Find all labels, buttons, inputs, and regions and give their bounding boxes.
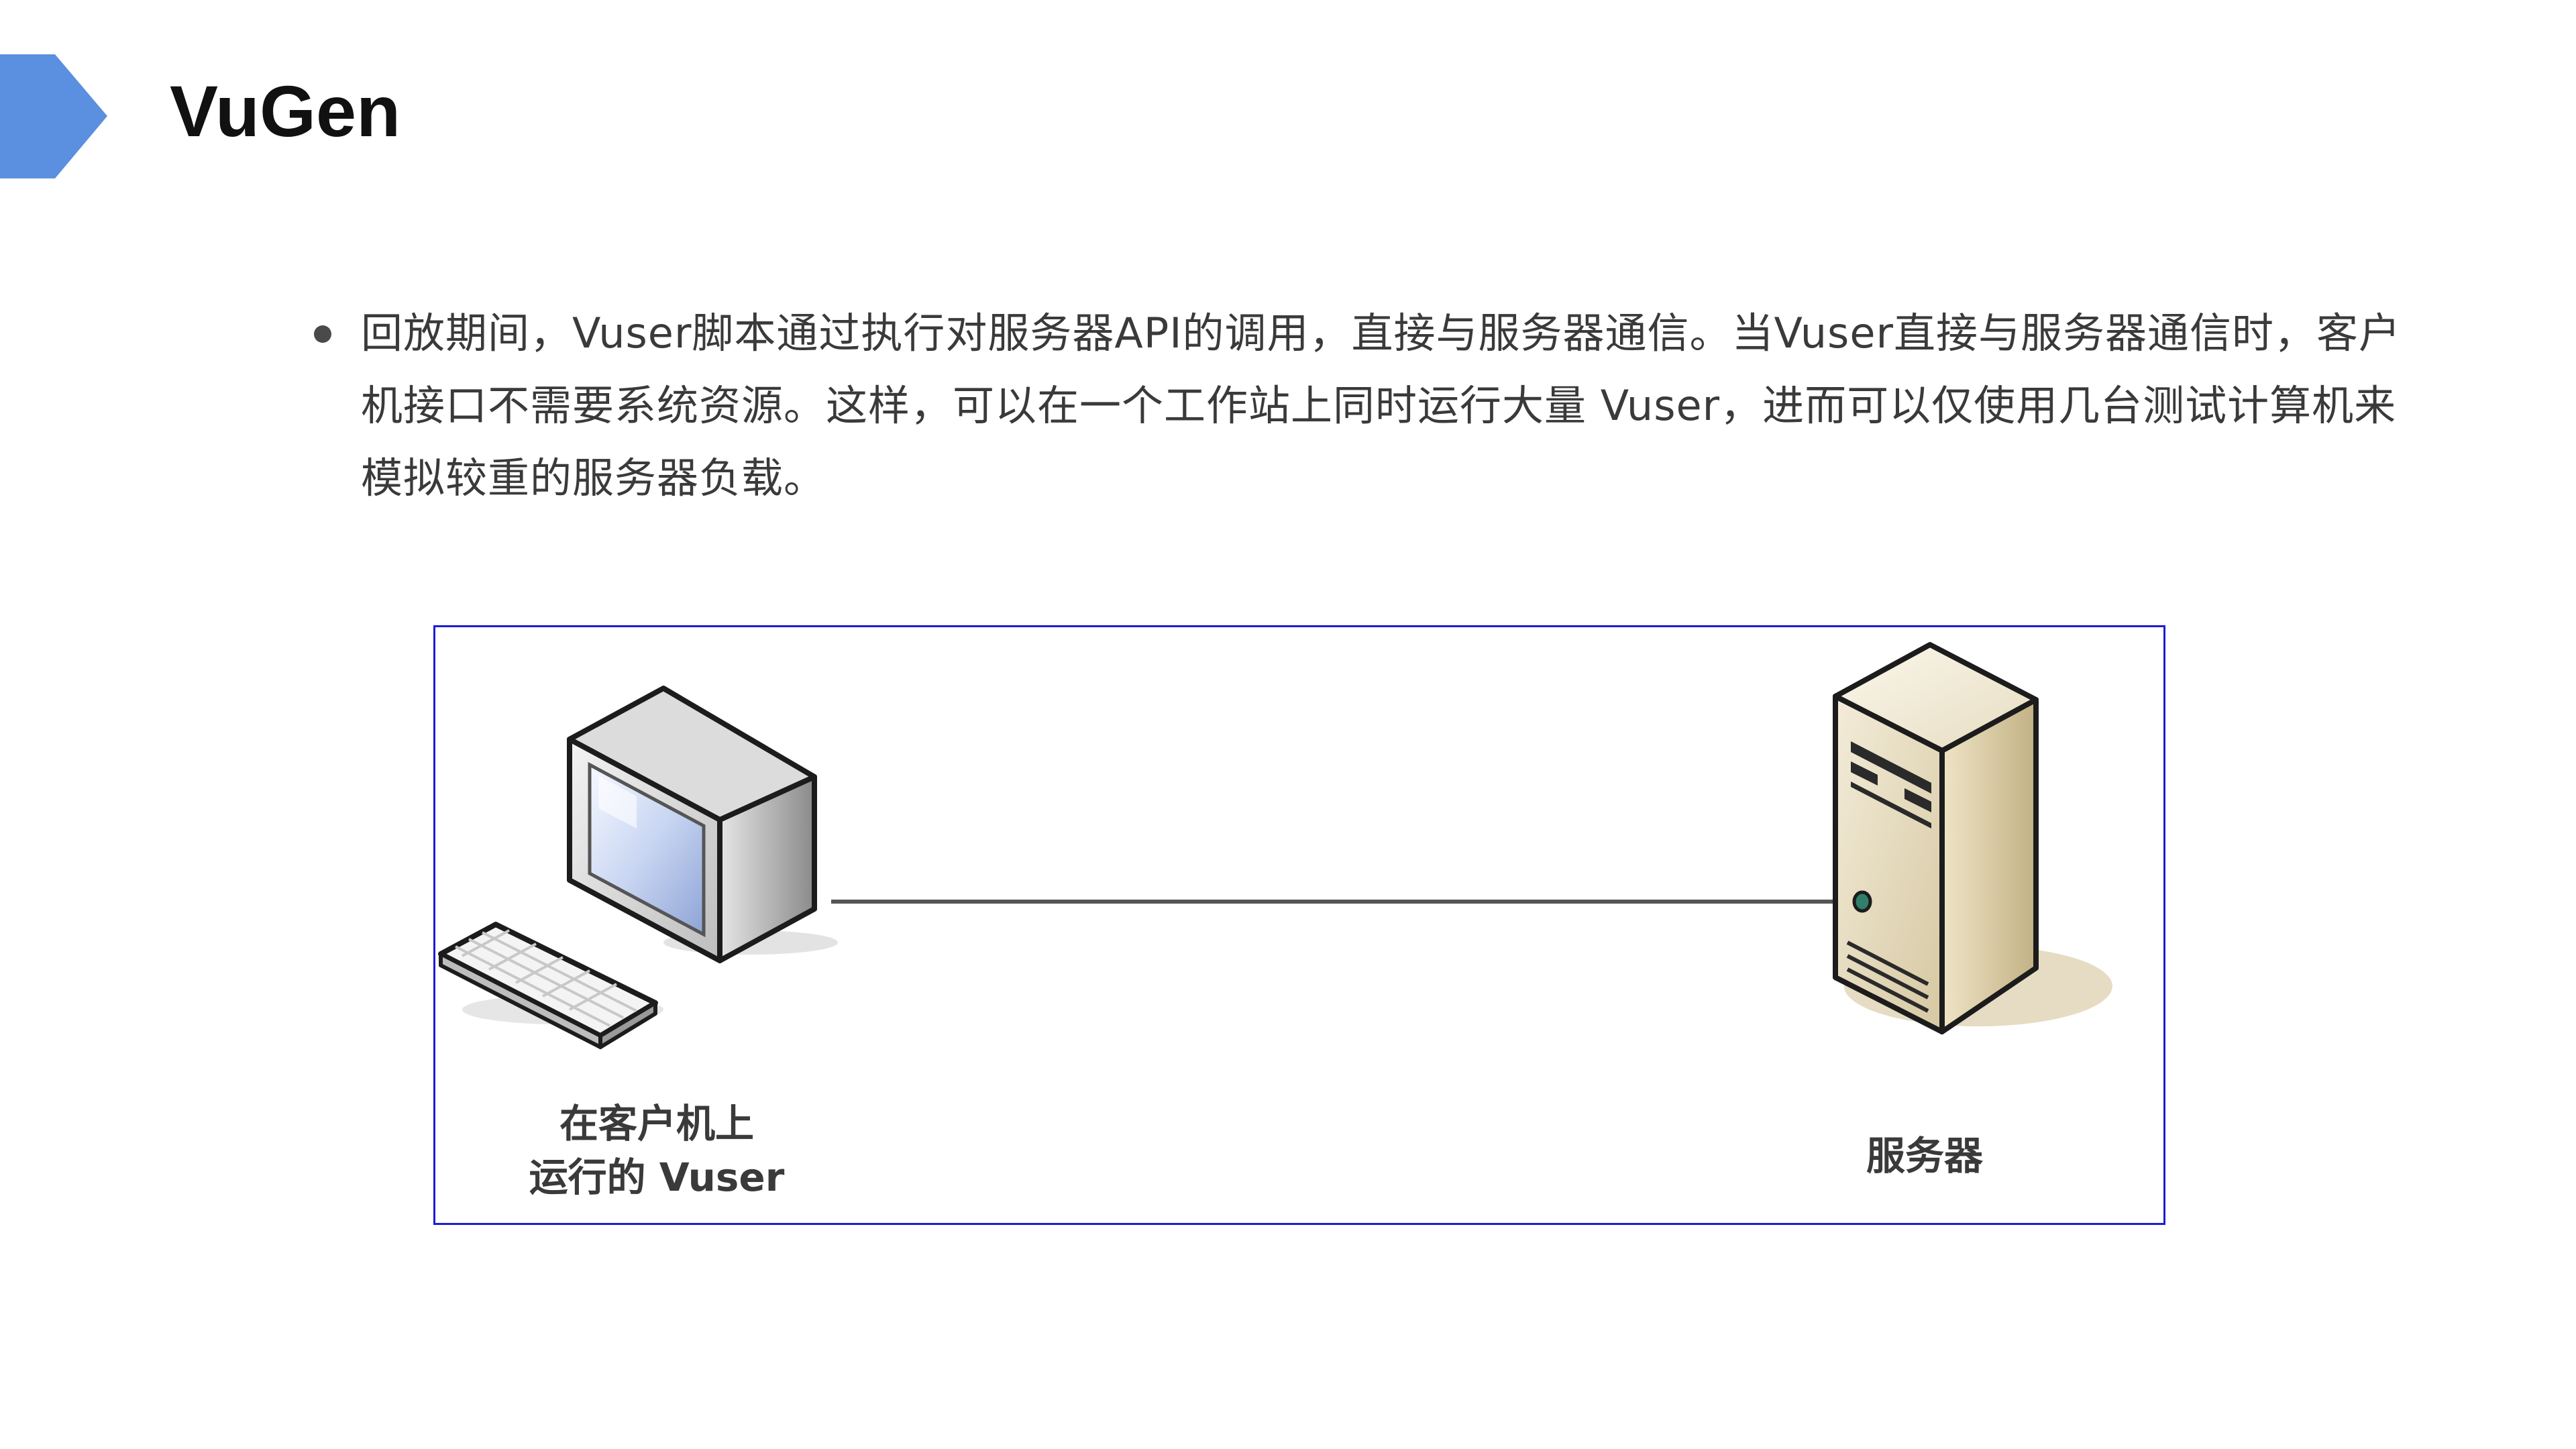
client-label-line1: 在客户机上	[559, 1101, 754, 1146]
title-marker-arrow	[0, 54, 107, 178]
desktop-computer-icon	[567, 686, 838, 963]
server-tower-icon	[1833, 642, 2112, 1034]
client-label: 在客户机上 运行的 Vuser	[489, 1097, 824, 1204]
keyboard-icon	[438, 922, 663, 1049]
bullet-dot-icon	[314, 325, 331, 343]
page-title: VuGen	[170, 70, 401, 152]
server-label: 服务器	[1866, 1133, 1983, 1179]
client-server-diagram: 在客户机上 运行的 Vuser 服务器	[433, 625, 2165, 1225]
bullet-text: 回放期间，Vuser脚本通过执行对服务器API的调用，直接与服务器通信。当Vus…	[361, 309, 2401, 502]
bullet-item: 回放期间，Vuser脚本通过执行对服务器API的调用，直接与服务器通信。当Vus…	[314, 297, 2434, 515]
diagram-drawing	[438, 642, 2112, 1049]
client-label-line2: 运行的 Vuser	[529, 1155, 785, 1200]
